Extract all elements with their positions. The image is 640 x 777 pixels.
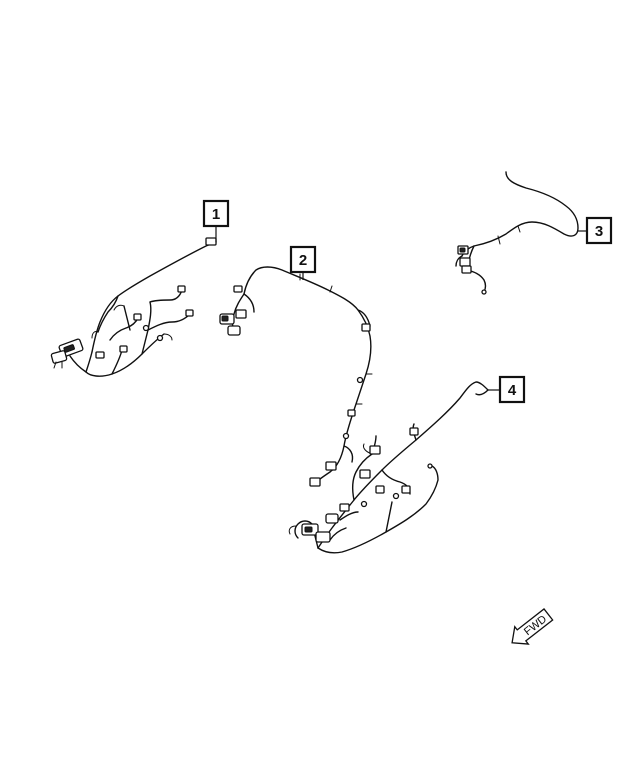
forward-direction-arrow-icon: FWD (511, 608, 554, 645)
callout-1-label: 1 (212, 206, 220, 223)
callout-4: 4 (488, 375, 526, 404)
wiring-harness-2 (219, 266, 373, 487)
callout-2-label: 2 (299, 252, 307, 269)
callout-1: 1 (202, 199, 230, 242)
wiring-harness-4 (288, 381, 489, 554)
callout-4-label: 4 (508, 382, 517, 399)
callout-3: 3 (578, 216, 613, 245)
wiring-harness-3 (455, 171, 579, 295)
wiring-harness-1 (50, 237, 217, 377)
callout-2: 2 (289, 245, 317, 280)
callout-3-label: 3 (595, 223, 603, 240)
